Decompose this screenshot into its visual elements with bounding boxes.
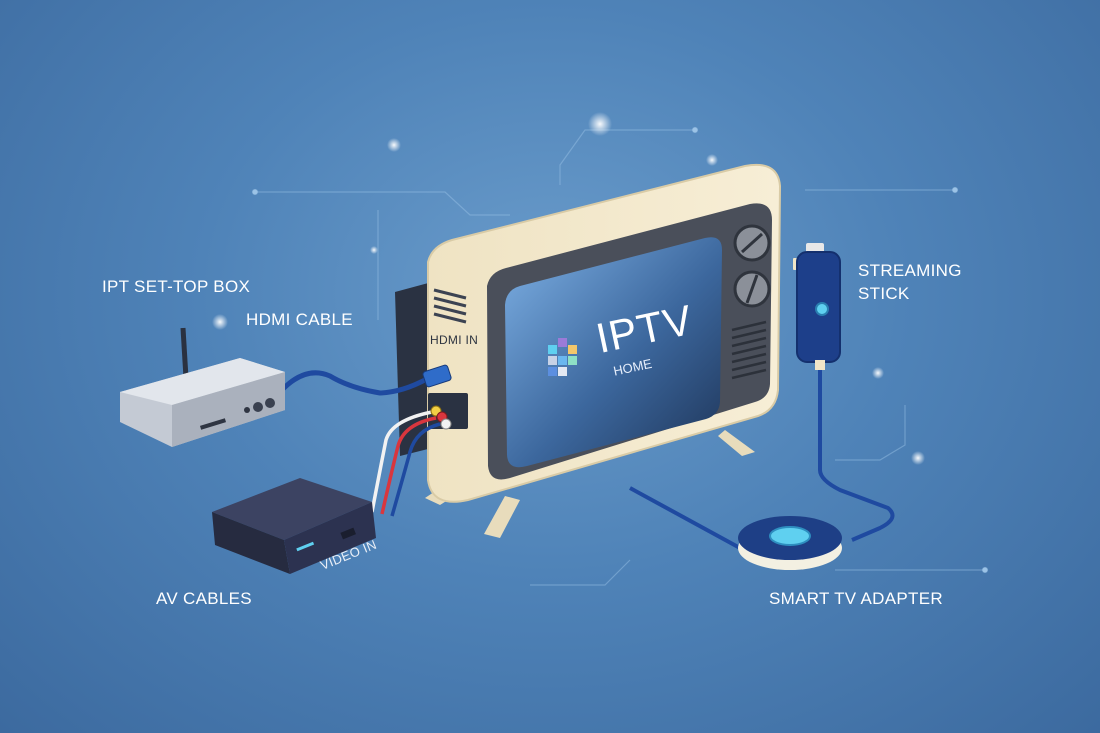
adapter-cable — [629, 486, 741, 550]
retro-tv — [395, 164, 782, 538]
av-cables — [370, 410, 441, 517]
set-top-box — [120, 327, 285, 447]
label-streaming-stick-line1: STREAMING — [858, 261, 962, 280]
media-box — [212, 478, 376, 574]
label-set-top-box: IPT SET-TOP BOX — [102, 277, 251, 296]
label-hdmi-in: HDMI IN — [430, 333, 479, 347]
iptv-logo-icon — [548, 338, 577, 376]
hdmi-cable — [278, 370, 434, 396]
label-streaming-stick: STREAMING STICK — [858, 259, 962, 305]
streaming-stick — [793, 243, 841, 370]
sparkle-dots — [212, 112, 925, 465]
tv-screen — [505, 237, 722, 468]
circuit-lines — [251, 126, 989, 586]
label-hdmi-cable: HDMI CABLE — [246, 310, 353, 329]
smart-tv-adapter — [738, 516, 842, 570]
label-smart-tv-adapter: SMART TV ADAPTER — [769, 589, 943, 608]
tv-knobs — [733, 224, 771, 308]
label-streaming-stick-line2: STICK — [858, 284, 910, 303]
stick-cable — [818, 360, 895, 542]
label-av-cables: AV CABLES — [156, 589, 252, 608]
